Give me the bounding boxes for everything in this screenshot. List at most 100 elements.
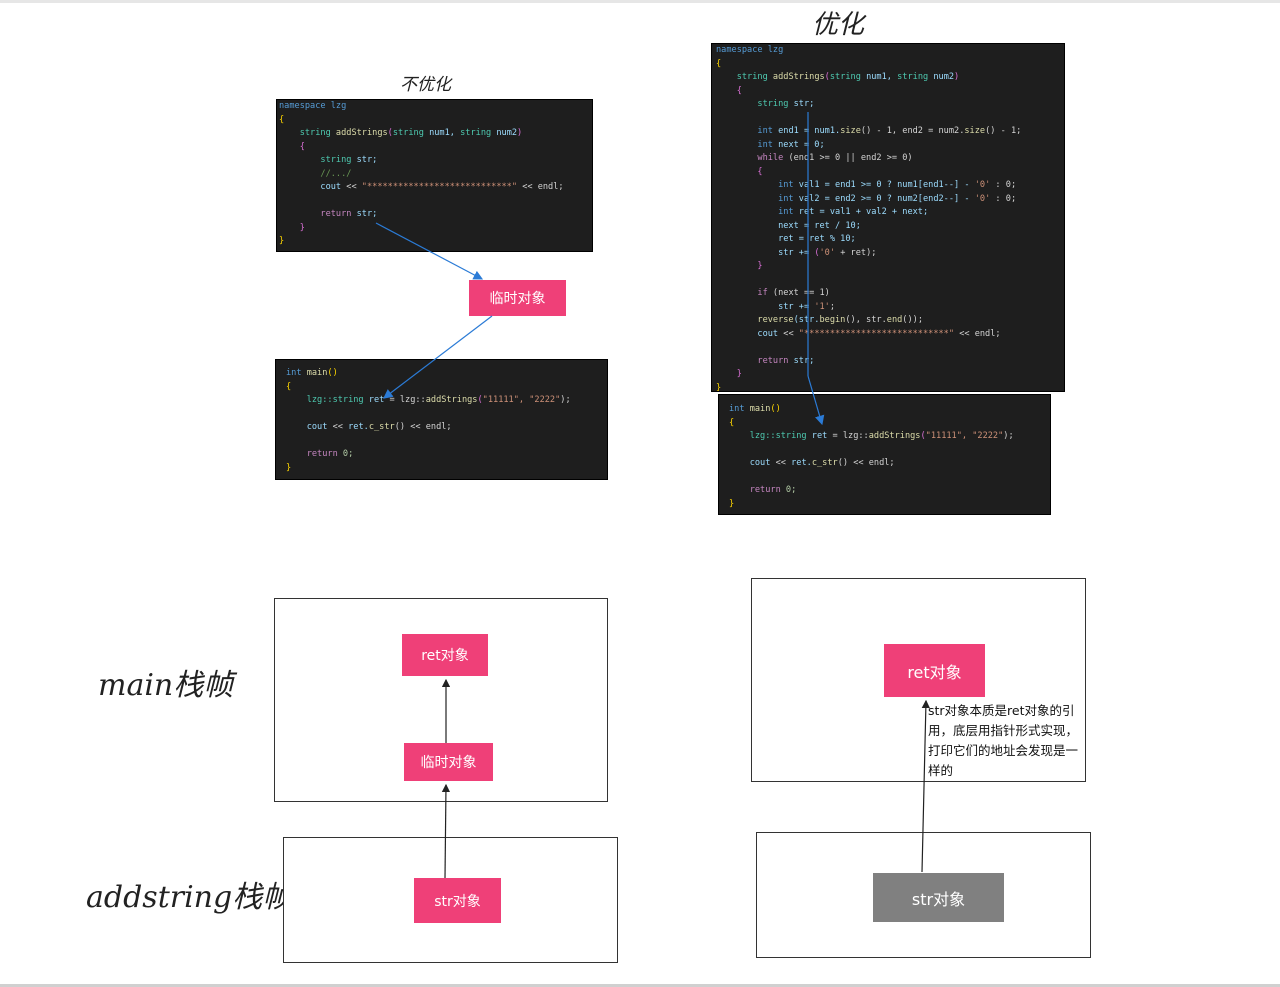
arrow-str-to-ret-right xyxy=(921,699,931,873)
code-panel-main-optimized: int main(){ lzg::string ret = lzg::addSt… xyxy=(718,394,1051,515)
code-token: ( xyxy=(920,431,926,441)
code-token: string xyxy=(460,128,497,138)
code-line: int val1 = end1 >= 0 ? num1[end1--] - '0… xyxy=(716,179,1064,193)
code-token: string xyxy=(716,72,773,82)
code-line: { xyxy=(716,58,1064,72)
code-line: string str; xyxy=(716,98,1064,112)
code-line: } xyxy=(716,368,1064,382)
code-token: size xyxy=(964,126,986,136)
code-token: int xyxy=(716,180,799,190)
code-token: ret. xyxy=(791,458,812,468)
code-token: { xyxy=(716,166,763,177)
code-token: //.../ xyxy=(279,168,352,179)
code-token: { xyxy=(716,85,742,96)
code-token: { xyxy=(286,381,292,392)
top-edge xyxy=(0,0,1280,3)
code-token: ret = val1 + val2 + next; xyxy=(798,207,929,217)
code-line: cout << ret.c_str() << endl; xyxy=(286,421,607,435)
title-not-optimized: 不优化 xyxy=(400,75,451,95)
code-line: { xyxy=(716,85,1064,99)
code-token: << xyxy=(332,422,349,432)
code-line: int end1 = num1.size() - 1, end2 = num2.… xyxy=(716,125,1064,139)
code-token: '0' xyxy=(974,193,991,204)
code-token: () << endl; xyxy=(394,422,452,432)
code-token: { xyxy=(729,417,735,428)
code-token: () << endl; xyxy=(837,458,895,468)
code-token: string xyxy=(829,72,867,82)
code-token: "11111", "2222" xyxy=(482,395,561,405)
code-token: { xyxy=(279,141,305,152)
reference-note: str对象本质是ret对象的引用，底层用指针形式实现，打印它们的地址会发现是一样… xyxy=(928,703,1079,778)
code-token: = lzg:: xyxy=(827,431,869,441)
code-token: ; xyxy=(829,301,836,312)
code-line: { xyxy=(286,381,607,395)
code-line: } xyxy=(279,235,592,249)
code-line: { xyxy=(729,417,1050,431)
code-token: main xyxy=(306,368,328,378)
code-line: int main() xyxy=(729,403,1050,417)
code-line: } xyxy=(279,222,592,236)
arrow-str-to-temp-left xyxy=(441,783,451,879)
code-token: ) xyxy=(517,128,523,138)
code-token: return xyxy=(716,355,794,366)
code-token: cout xyxy=(279,182,347,192)
code-line: if (next == 1) xyxy=(716,287,1064,301)
code-token: << xyxy=(783,328,799,339)
code-panel-addstrings-unoptimized: namespace lzg{ string addStrings(string … xyxy=(276,99,593,252)
arrow-str-to-ret-optimized-tip xyxy=(807,375,825,426)
code-token: string xyxy=(716,99,794,109)
code-line: next = ret / 10; xyxy=(716,220,1064,234)
code-line: { xyxy=(279,141,592,155)
code-token: cout xyxy=(286,422,333,432)
code-token: << xyxy=(775,458,792,468)
code-token: "****************************" xyxy=(361,182,518,192)
code-panel-addstrings-optimized: namespace lzg{ string addStrings(string … xyxy=(711,43,1065,392)
code-line: return str; xyxy=(279,208,592,222)
code-line: string addStrings(string num1, string nu… xyxy=(716,71,1064,85)
code-line: } xyxy=(286,462,607,476)
code-line: lzg::string ret = lzg::addStrings("11111… xyxy=(286,394,607,408)
code-token: << endl; xyxy=(954,328,1001,339)
code-token: = lzg:: xyxy=(384,395,426,405)
code-token: cout xyxy=(716,328,784,339)
code-token: num2 xyxy=(496,128,518,138)
code-token: int xyxy=(286,368,307,378)
code-token: } xyxy=(716,382,722,392)
code-token: "****************************" xyxy=(798,328,955,339)
code-token: ); xyxy=(560,395,571,405)
ret-object-left: ret对象 xyxy=(402,634,488,676)
code-token: namespace lzg xyxy=(279,101,347,111)
code-token: } xyxy=(729,498,735,509)
code-token: ret xyxy=(811,431,828,441)
bottom-edge xyxy=(0,984,1280,987)
code-token: } xyxy=(286,462,292,473)
code-token: } xyxy=(279,236,285,246)
code-token: addStrings xyxy=(868,431,921,441)
code-token: () - 1, end2 = num2. xyxy=(860,126,965,136)
code-line: cout << "****************************" <… xyxy=(279,181,592,195)
code-token: return xyxy=(279,209,357,219)
code-line: int ret = val1 + val2 + next; xyxy=(716,206,1064,220)
code-token: main xyxy=(749,404,771,414)
code-token: } xyxy=(716,369,742,379)
code-token: lzg::string xyxy=(286,395,369,405)
code-line: lzg::string ret = lzg::addStrings("11111… xyxy=(729,430,1050,444)
code-token: string xyxy=(392,128,430,138)
code-token: () xyxy=(327,368,338,378)
code-token: num2 xyxy=(933,72,955,82)
code-token: << endl; xyxy=(517,182,564,192)
code-token: str += xyxy=(716,247,815,258)
code-token: str; xyxy=(356,209,378,219)
code-token: str; xyxy=(793,355,815,366)
str-object-right: str对象 xyxy=(873,873,1004,922)
code-token: (end1 >= 0 || end2 >= 0) xyxy=(788,153,913,163)
code-line: return str; xyxy=(716,355,1064,369)
code-token: c_str xyxy=(368,422,395,432)
code-token: ); xyxy=(1003,431,1014,441)
code-token: num1, xyxy=(866,72,898,82)
code-token: addStrings xyxy=(335,128,388,138)
code-token: lzg::string xyxy=(729,431,812,441)
code-line: int main() xyxy=(286,367,607,381)
code-token: int xyxy=(716,126,779,136)
